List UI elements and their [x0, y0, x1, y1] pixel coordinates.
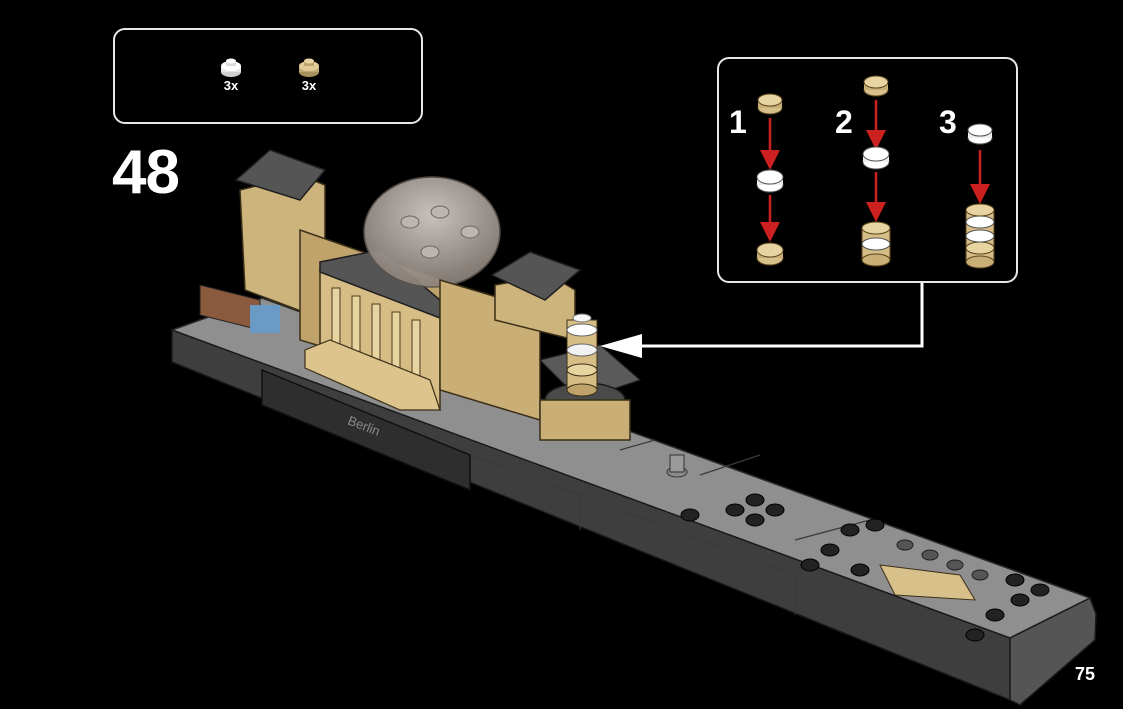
callout-arrowhead — [600, 334, 642, 358]
page-number: 75 — [1075, 664, 1095, 685]
substep-1-diagram — [757, 94, 783, 265]
callout-connector-line — [615, 283, 922, 346]
substep-2-diagram — [862, 76, 890, 266]
substep-3-diagram — [966, 124, 994, 268]
